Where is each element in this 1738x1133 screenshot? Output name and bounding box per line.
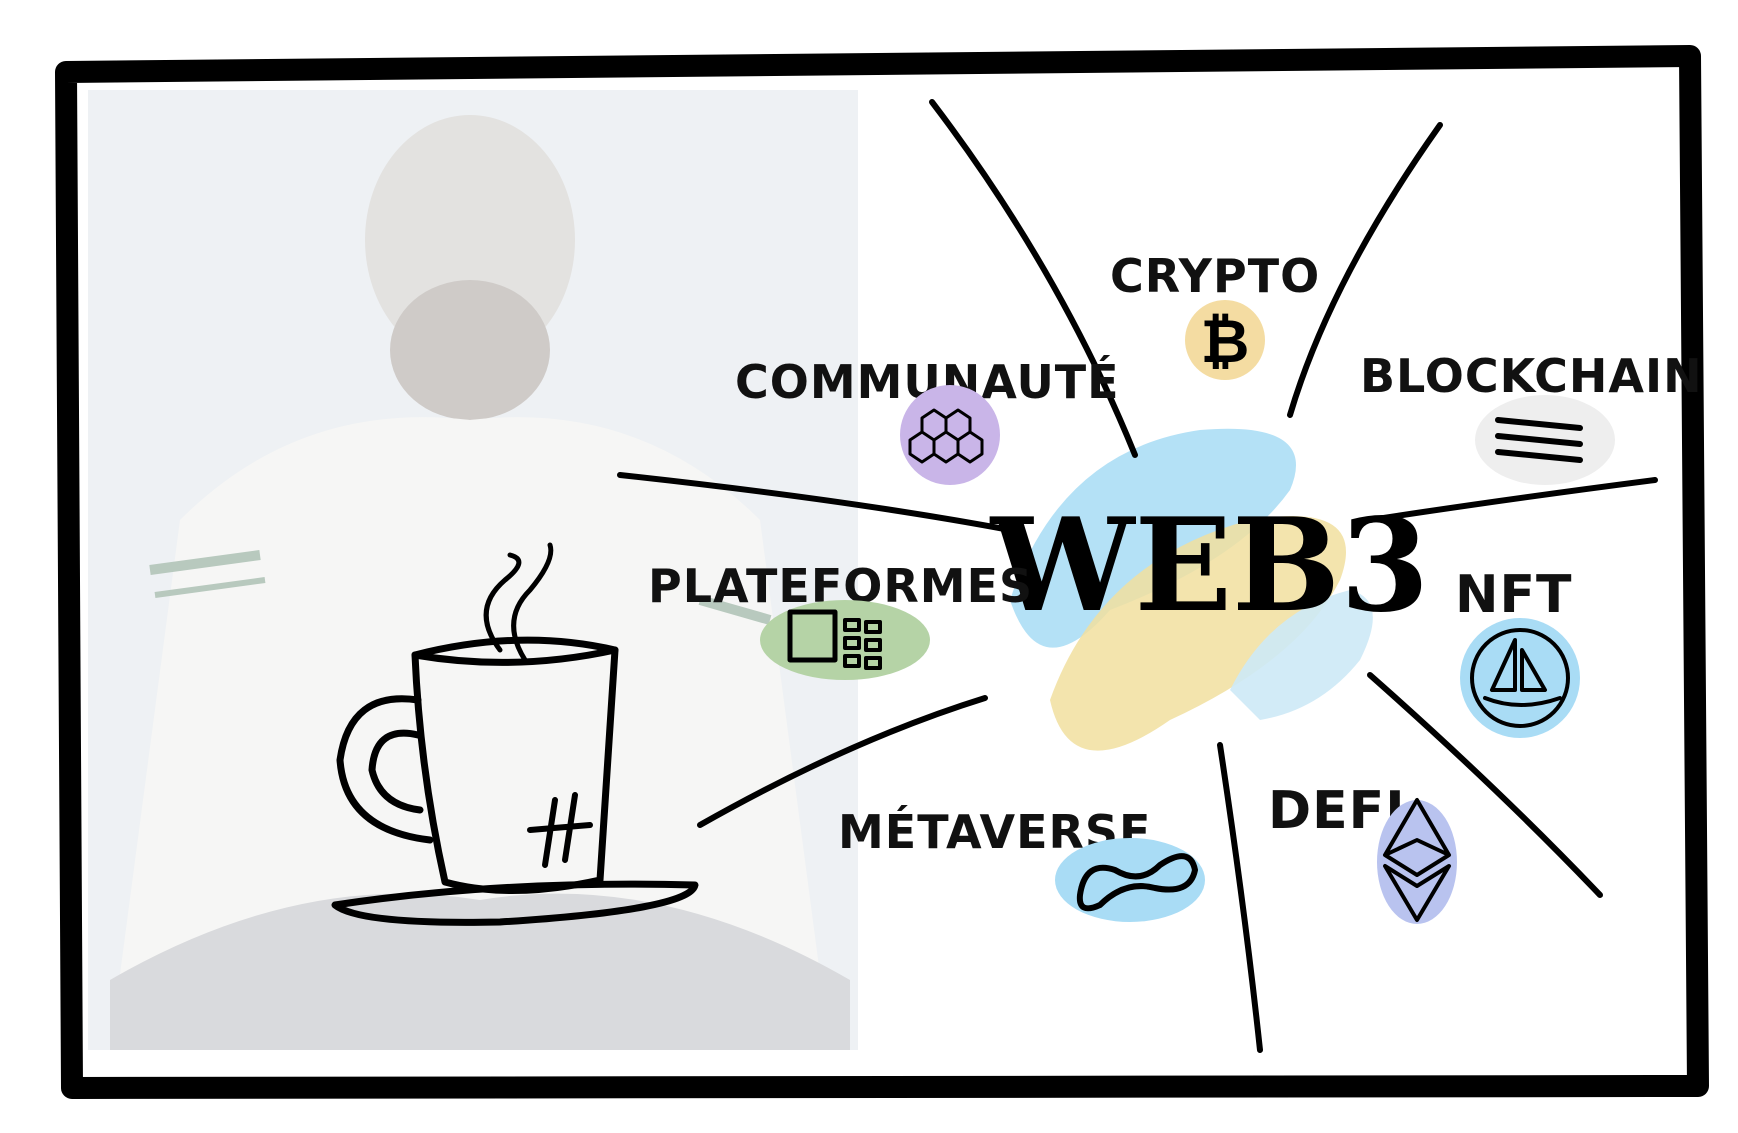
bitcoin-icon: ₿ xyxy=(1185,300,1265,380)
topic-label-nft: NFT xyxy=(1455,565,1573,625)
app-grid-icon xyxy=(760,600,930,680)
center-title: WEB3 xyxy=(989,491,1430,641)
ethereum-icon xyxy=(1377,798,1457,924)
center-node: WEB3 xyxy=(989,491,1430,641)
topic-label-blockchain: BLOCKCHAIN xyxy=(1360,349,1703,403)
sailboat-icon xyxy=(1460,618,1580,738)
connector-rays xyxy=(617,99,1658,1053)
topic-communaute: COMMUNAUTÉ xyxy=(735,355,1119,485)
stacked-lines-icon xyxy=(1475,395,1615,485)
topic-plateformes: PLATEFORMES xyxy=(648,559,1032,680)
coffee-cup-icon xyxy=(331,542,699,926)
hexagon-cluster-icon xyxy=(900,385,1000,485)
topic-blockchain: BLOCKCHAIN xyxy=(1360,349,1703,485)
center-watercolor-blobs xyxy=(1010,428,1373,751)
topic-label-defi: DEFI xyxy=(1268,781,1406,841)
topic-crypto: CRYPTO ₿ xyxy=(1110,249,1320,380)
svg-text:₿: ₿ xyxy=(1201,307,1250,377)
topic-metaverse: MÉTAVERSE xyxy=(838,805,1205,922)
topic-nft: NFT xyxy=(1455,565,1580,738)
topic-label-crypto: CRYPTO xyxy=(1110,249,1320,303)
sketch-frame xyxy=(55,45,1709,1099)
topic-defi: DEFI xyxy=(1268,781,1457,924)
infinity-icon xyxy=(1055,838,1205,922)
